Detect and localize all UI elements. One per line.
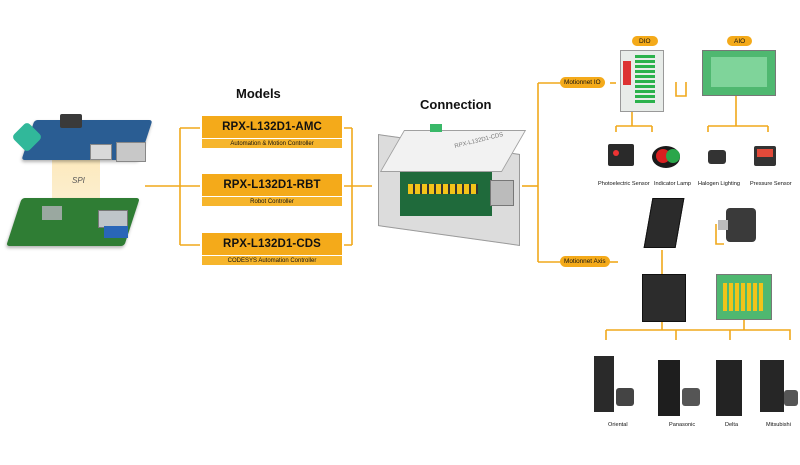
- aio-label: AIO: [727, 36, 753, 46]
- model-cds: RPX-L132D1-CDS CODESYS Automation Contro…: [202, 233, 342, 265]
- controller-device: RPX-L132D1-CDS: [372, 122, 527, 246]
- models-heading: Models: [236, 86, 281, 101]
- brand-caption-mitsubishi: Mitsubishi: [766, 422, 791, 428]
- mitsubishi-motor: [784, 390, 798, 406]
- model-amc-desc: Automation & Motion Controller: [202, 139, 342, 148]
- delta-driver: [716, 360, 742, 416]
- aio-module: [702, 50, 776, 96]
- halogen-lighting-device: [704, 146, 734, 168]
- controller-hardware-stack: SPI: [6, 98, 153, 258]
- servo-motor-device: [718, 208, 756, 242]
- device-caption-pressure: Pressure Sensor: [750, 181, 792, 187]
- spi-label: SPI: [72, 176, 85, 185]
- connection-heading: Connection: [420, 97, 492, 112]
- axis-module-device: [642, 274, 686, 322]
- brand-caption-delta: Delta: [725, 422, 739, 428]
- model-rbt-desc: Robot Controller: [202, 197, 342, 206]
- model-rbt-name: RPX-L132D1-RBT: [202, 174, 342, 196]
- device-caption-indicator: Indicator Lamp: [654, 181, 692, 187]
- oriental-motor: [616, 388, 634, 406]
- photoelectric-sensor-device: [608, 144, 634, 166]
- device-caption-halogen: Halogen Lighting: [698, 181, 740, 187]
- model-cds-desc: CODESYS Automation Controller: [202, 256, 342, 265]
- pressure-sensor-device: [754, 146, 776, 166]
- panasonic-driver: [658, 360, 680, 416]
- model-rbt: RPX-L132D1-RBT Robot Controller: [202, 174, 342, 206]
- model-amc: RPX-L132D1-AMC Automation & Motion Contr…: [202, 116, 342, 148]
- model-cds-name: RPX-L132D1-CDS: [202, 233, 342, 255]
- brand-caption-panasonic: Panasonic: [669, 422, 696, 428]
- device-caption-photoelectric: Photoelectric Sensor: [598, 181, 650, 187]
- motionnet-io-label: Motionnet IO: [560, 77, 605, 88]
- dio-label: DIO: [632, 36, 658, 46]
- indicator-lamp-device: [652, 146, 680, 168]
- panasonic-motor: [682, 388, 700, 406]
- brand-caption-oriental: Oriental: [608, 422, 628, 428]
- axis-terminal-board: [716, 274, 772, 320]
- mitsubishi-driver: [760, 360, 784, 412]
- oriental-driver: [594, 356, 614, 412]
- motionnet-axis-label: Motionnet Axis: [560, 256, 610, 267]
- dio-module: [620, 50, 664, 112]
- model-amc-name: RPX-L132D1-AMC: [202, 116, 342, 138]
